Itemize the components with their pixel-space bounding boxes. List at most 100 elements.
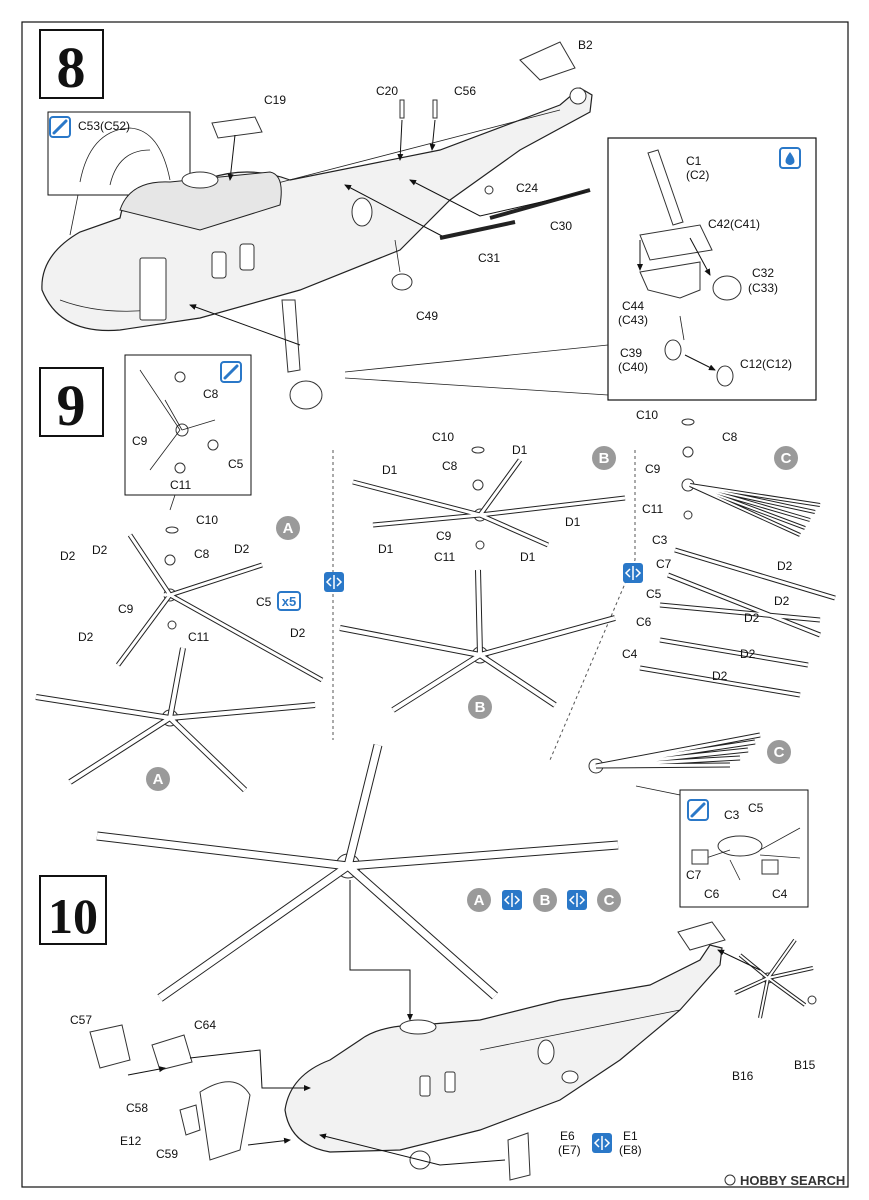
part-label: C3: [652, 533, 668, 547]
svg-text:B: B: [475, 699, 486, 716]
mirror-icon: [502, 890, 522, 910]
main-rotor: [96, 743, 619, 1002]
paint-icon: [49, 116, 71, 138]
part-label: D1: [565, 515, 581, 529]
part-label: C3: [724, 808, 740, 822]
part-label: C53(C52): [78, 119, 130, 133]
part-label: (E7): [558, 1143, 581, 1157]
part-label: (C43): [618, 313, 648, 327]
part-label: C32: [752, 266, 774, 280]
svg-text:B: B: [599, 450, 610, 467]
rotor-c-folded: [588, 732, 761, 774]
divider: [549, 450, 636, 761]
part-label: C8: [722, 430, 738, 444]
part-label: (C40): [618, 360, 648, 374]
drop-icon: [779, 147, 801, 169]
rotor-c-exploded: [639, 418, 836, 698]
part-label: C7: [686, 868, 702, 882]
mirror-part: [79, 127, 171, 183]
badge-b: B: [592, 446, 616, 470]
part-label: B2: [578, 38, 593, 52]
part-label: C58: [126, 1101, 148, 1115]
part-label: C31: [478, 251, 500, 265]
part-label: C5: [256, 595, 272, 609]
part-c64: [151, 1034, 193, 1071]
part-label: C20: [376, 84, 398, 98]
mirror-icon: [623, 563, 643, 583]
step-8: 8: [39, 29, 817, 410]
part-label: C6: [636, 615, 652, 629]
part-label: C8: [194, 547, 210, 561]
mirror-icon: [567, 890, 587, 910]
badge-b: B: [533, 888, 557, 912]
rotor-a-exploded: [24, 526, 324, 683]
part-label: C11: [434, 550, 455, 564]
part-label: C44: [622, 299, 644, 313]
part-label: C9: [118, 602, 134, 616]
detail-box-hub: [124, 354, 252, 496]
part-label: D2: [740, 647, 756, 661]
part-label: D2: [234, 542, 250, 556]
part-label: C7: [656, 557, 672, 571]
part-label: D2: [712, 669, 728, 683]
page-border: [21, 21, 849, 1188]
part-label: D2: [78, 630, 94, 644]
part-label: B16: [732, 1069, 754, 1083]
svg-text:B: B: [540, 892, 551, 909]
detail-box-hub-c: [679, 789, 809, 908]
part-label: C59: [156, 1147, 178, 1161]
svg-text:A: A: [474, 892, 485, 909]
part-label: C4: [772, 887, 788, 901]
part-label: D2: [777, 559, 793, 573]
paint-icon: [220, 361, 242, 383]
part-label: C8: [203, 387, 219, 401]
rotor-b-assembled: [339, 569, 616, 713]
part-label: (C33): [748, 281, 778, 295]
part-label: C30: [550, 219, 572, 233]
part-label: C9: [645, 462, 661, 476]
part-label: C11: [170, 478, 191, 492]
step-number: 8: [57, 35, 86, 100]
tail-rotor: [734, 938, 817, 1019]
part-label: D1: [378, 542, 394, 556]
step-10: 10 A B C: [39, 743, 817, 1181]
tail-fin: [519, 41, 576, 81]
part-label: D2: [60, 549, 76, 563]
part-label: C19: [264, 93, 286, 107]
detail-box-mirror: [47, 111, 191, 196]
part-label: C1: [686, 154, 702, 168]
part-label: (E8): [619, 1143, 642, 1157]
part-label: C64: [194, 1018, 216, 1032]
part-label: E6: [560, 1129, 575, 1143]
rotor-a-assembled: [35, 647, 316, 793]
part-label: D2: [774, 594, 790, 608]
part-label: C11: [188, 630, 209, 644]
mirror-icon: [592, 1133, 612, 1153]
fuselage-final: [284, 944, 723, 1153]
paint-icon: [687, 799, 709, 821]
part-label: D1: [512, 443, 528, 457]
part-label: C9: [132, 434, 148, 448]
step-number: 9: [57, 373, 86, 438]
svg-text:C: C: [774, 744, 785, 761]
part-label: E1: [623, 1129, 638, 1143]
step-number-box: [39, 29, 104, 99]
step-number-box: [39, 367, 104, 437]
part-c59: [199, 1081, 251, 1161]
part-c19: [211, 116, 263, 139]
part-label: C24: [516, 181, 538, 195]
part-label: C4: [622, 647, 638, 661]
part-label: C8: [442, 459, 458, 473]
badge-a: A: [467, 888, 491, 912]
fuselage: [41, 87, 593, 332]
detail-box-gear: [607, 137, 817, 401]
svg-text:x5: x5: [282, 594, 296, 609]
part-c57: [89, 1024, 131, 1069]
badge-a: A: [276, 516, 300, 540]
part-label: C10: [432, 430, 454, 444]
part-label: C5: [646, 587, 662, 601]
part-label: C39: [620, 346, 642, 360]
mirror-icon: [324, 572, 344, 592]
rotor-b-exploded: [352, 446, 626, 550]
